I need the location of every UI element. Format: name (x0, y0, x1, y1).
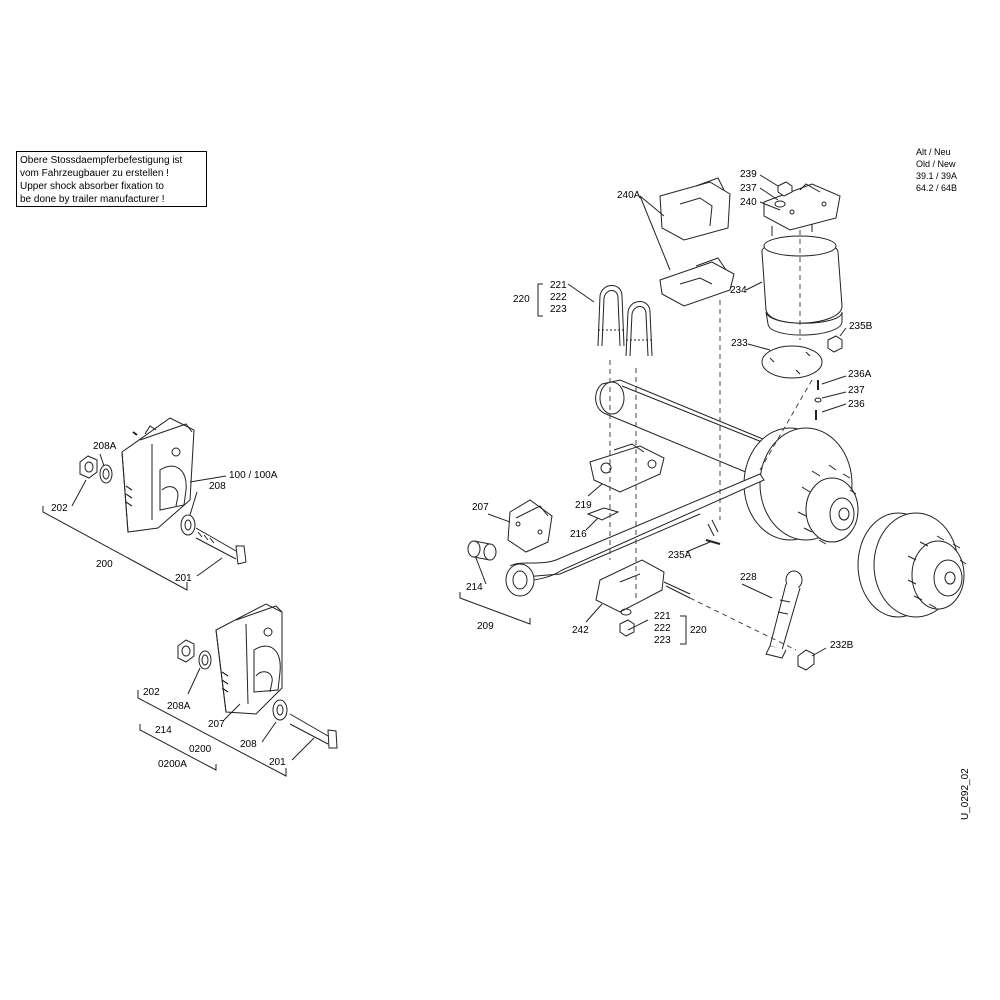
callout-214-center: 214 (466, 582, 483, 593)
bolt-239-237 (774, 181, 793, 208)
callout-0200A: 0200A (158, 759, 187, 770)
bolt-235A (663, 519, 721, 599)
callout-232B: 232B (830, 640, 854, 651)
brake-disc (857, 512, 967, 618)
note-line: be done by trailer manufacturer ! (20, 194, 165, 205)
bolt-201-2 (289, 713, 338, 749)
callout-201-top: 201 (175, 573, 192, 584)
assembly-centerlines (609, 230, 813, 651)
brake-drum (743, 427, 859, 545)
callout-223-lower: 223 (654, 635, 671, 646)
callout-216: 216 (570, 529, 587, 540)
callout-208-bottom: 208 (240, 739, 257, 750)
callout-235B: 235B (849, 321, 873, 332)
old-new-legend: Alt / Neu Old / New 39.1 / 39A 64.2 / 64… (916, 146, 957, 194)
note-line: Upper shock absorber fixation to (20, 181, 164, 192)
callout-220-upper: 220 (513, 294, 530, 305)
note-line: Obere Stossdaempferbefestigung ist (20, 155, 183, 166)
bolt-201-1 (195, 527, 247, 565)
axle-beam (595, 379, 776, 479)
callout-219: 219 (575, 500, 592, 511)
legend-line: Alt / Neu (916, 147, 951, 157)
hanger-bracket-2 (215, 603, 283, 715)
callout-207-bottom: 207 (208, 719, 225, 730)
washer-208-1 (180, 514, 196, 536)
callout-201-bottom: 201 (269, 757, 286, 768)
callout-223-upper: 223 (550, 304, 567, 315)
callout-214-bottom: 214 (155, 725, 172, 736)
nut-202-2 (177, 639, 195, 663)
legend-line: 64.2 / 64B (916, 183, 958, 193)
pad-216 (586, 507, 620, 521)
top-plate-240 (763, 183, 841, 231)
nut-222-bottom (619, 608, 635, 637)
callout-242: 242 (572, 625, 589, 636)
callout-236A: 236A (848, 369, 872, 380)
washer-208A-2 (198, 650, 212, 670)
bracket-240A-lower (659, 257, 735, 307)
nut-202-1 (79, 455, 98, 479)
nut-235B (827, 335, 843, 353)
legend-line: Old / New (916, 159, 956, 169)
callout-237: 237 (740, 183, 757, 194)
callout-100-100A: 100 / 100A (229, 470, 278, 481)
callout-228: 228 (740, 572, 757, 583)
callout-233: 233 (731, 338, 748, 349)
callout-222-upper: 222 (550, 292, 567, 303)
nut-232B (797, 649, 815, 671)
note-line: vom Fahrzeugbauer zu erstellen ! (20, 168, 169, 179)
washer-208A-1 (99, 464, 113, 484)
bracket-207 (507, 499, 553, 553)
callout-240A: 240A (617, 190, 641, 201)
callout-208A-top: 208A (93, 441, 117, 452)
callout-200: 200 (96, 559, 113, 570)
washer-208-2 (272, 699, 288, 721)
bracket-240A-upper (659, 177, 731, 241)
callout-220-lower: 220 (690, 625, 707, 636)
spring-seat-219 (589, 443, 665, 493)
callout-0200: 0200 (189, 744, 212, 755)
piston-plate-233 (761, 345, 823, 379)
callout-235A: 235A (668, 550, 692, 561)
u-bolt-pair (597, 285, 653, 357)
shock-absorber (765, 570, 803, 659)
callout-208A-bottom: 208A (167, 701, 191, 712)
callout-207-center: 207 (472, 502, 489, 513)
bushing-214 (467, 540, 497, 561)
hanger-bracket-1 (121, 417, 195, 533)
callout-240: 240 (740, 197, 757, 208)
callout-236: 236 (848, 399, 865, 410)
callout-221-lower: 221 (654, 611, 671, 622)
callout-202-bottom: 202 (143, 687, 160, 698)
callout-208-top: 208 (209, 481, 226, 492)
bottom-plate-242 (595, 559, 665, 613)
callout-234: 234 (730, 285, 747, 296)
manufacturer-note-box: Obere Stossdaempferbefestigung ist vom F… (16, 151, 207, 207)
legend-line: 39.1 / 39A (916, 171, 958, 181)
callout-222-lower: 222 (654, 623, 671, 634)
callout-202-top: 202 (51, 503, 68, 514)
callout-237-lower: 237 (848, 385, 865, 396)
leaf-spring (505, 473, 765, 597)
callout-239: 239 (740, 169, 757, 180)
callout-221-upper: 221 (550, 280, 567, 291)
callout-209: 209 (477, 621, 494, 632)
bolt-236 (814, 380, 822, 420)
air-spring (761, 222, 843, 336)
